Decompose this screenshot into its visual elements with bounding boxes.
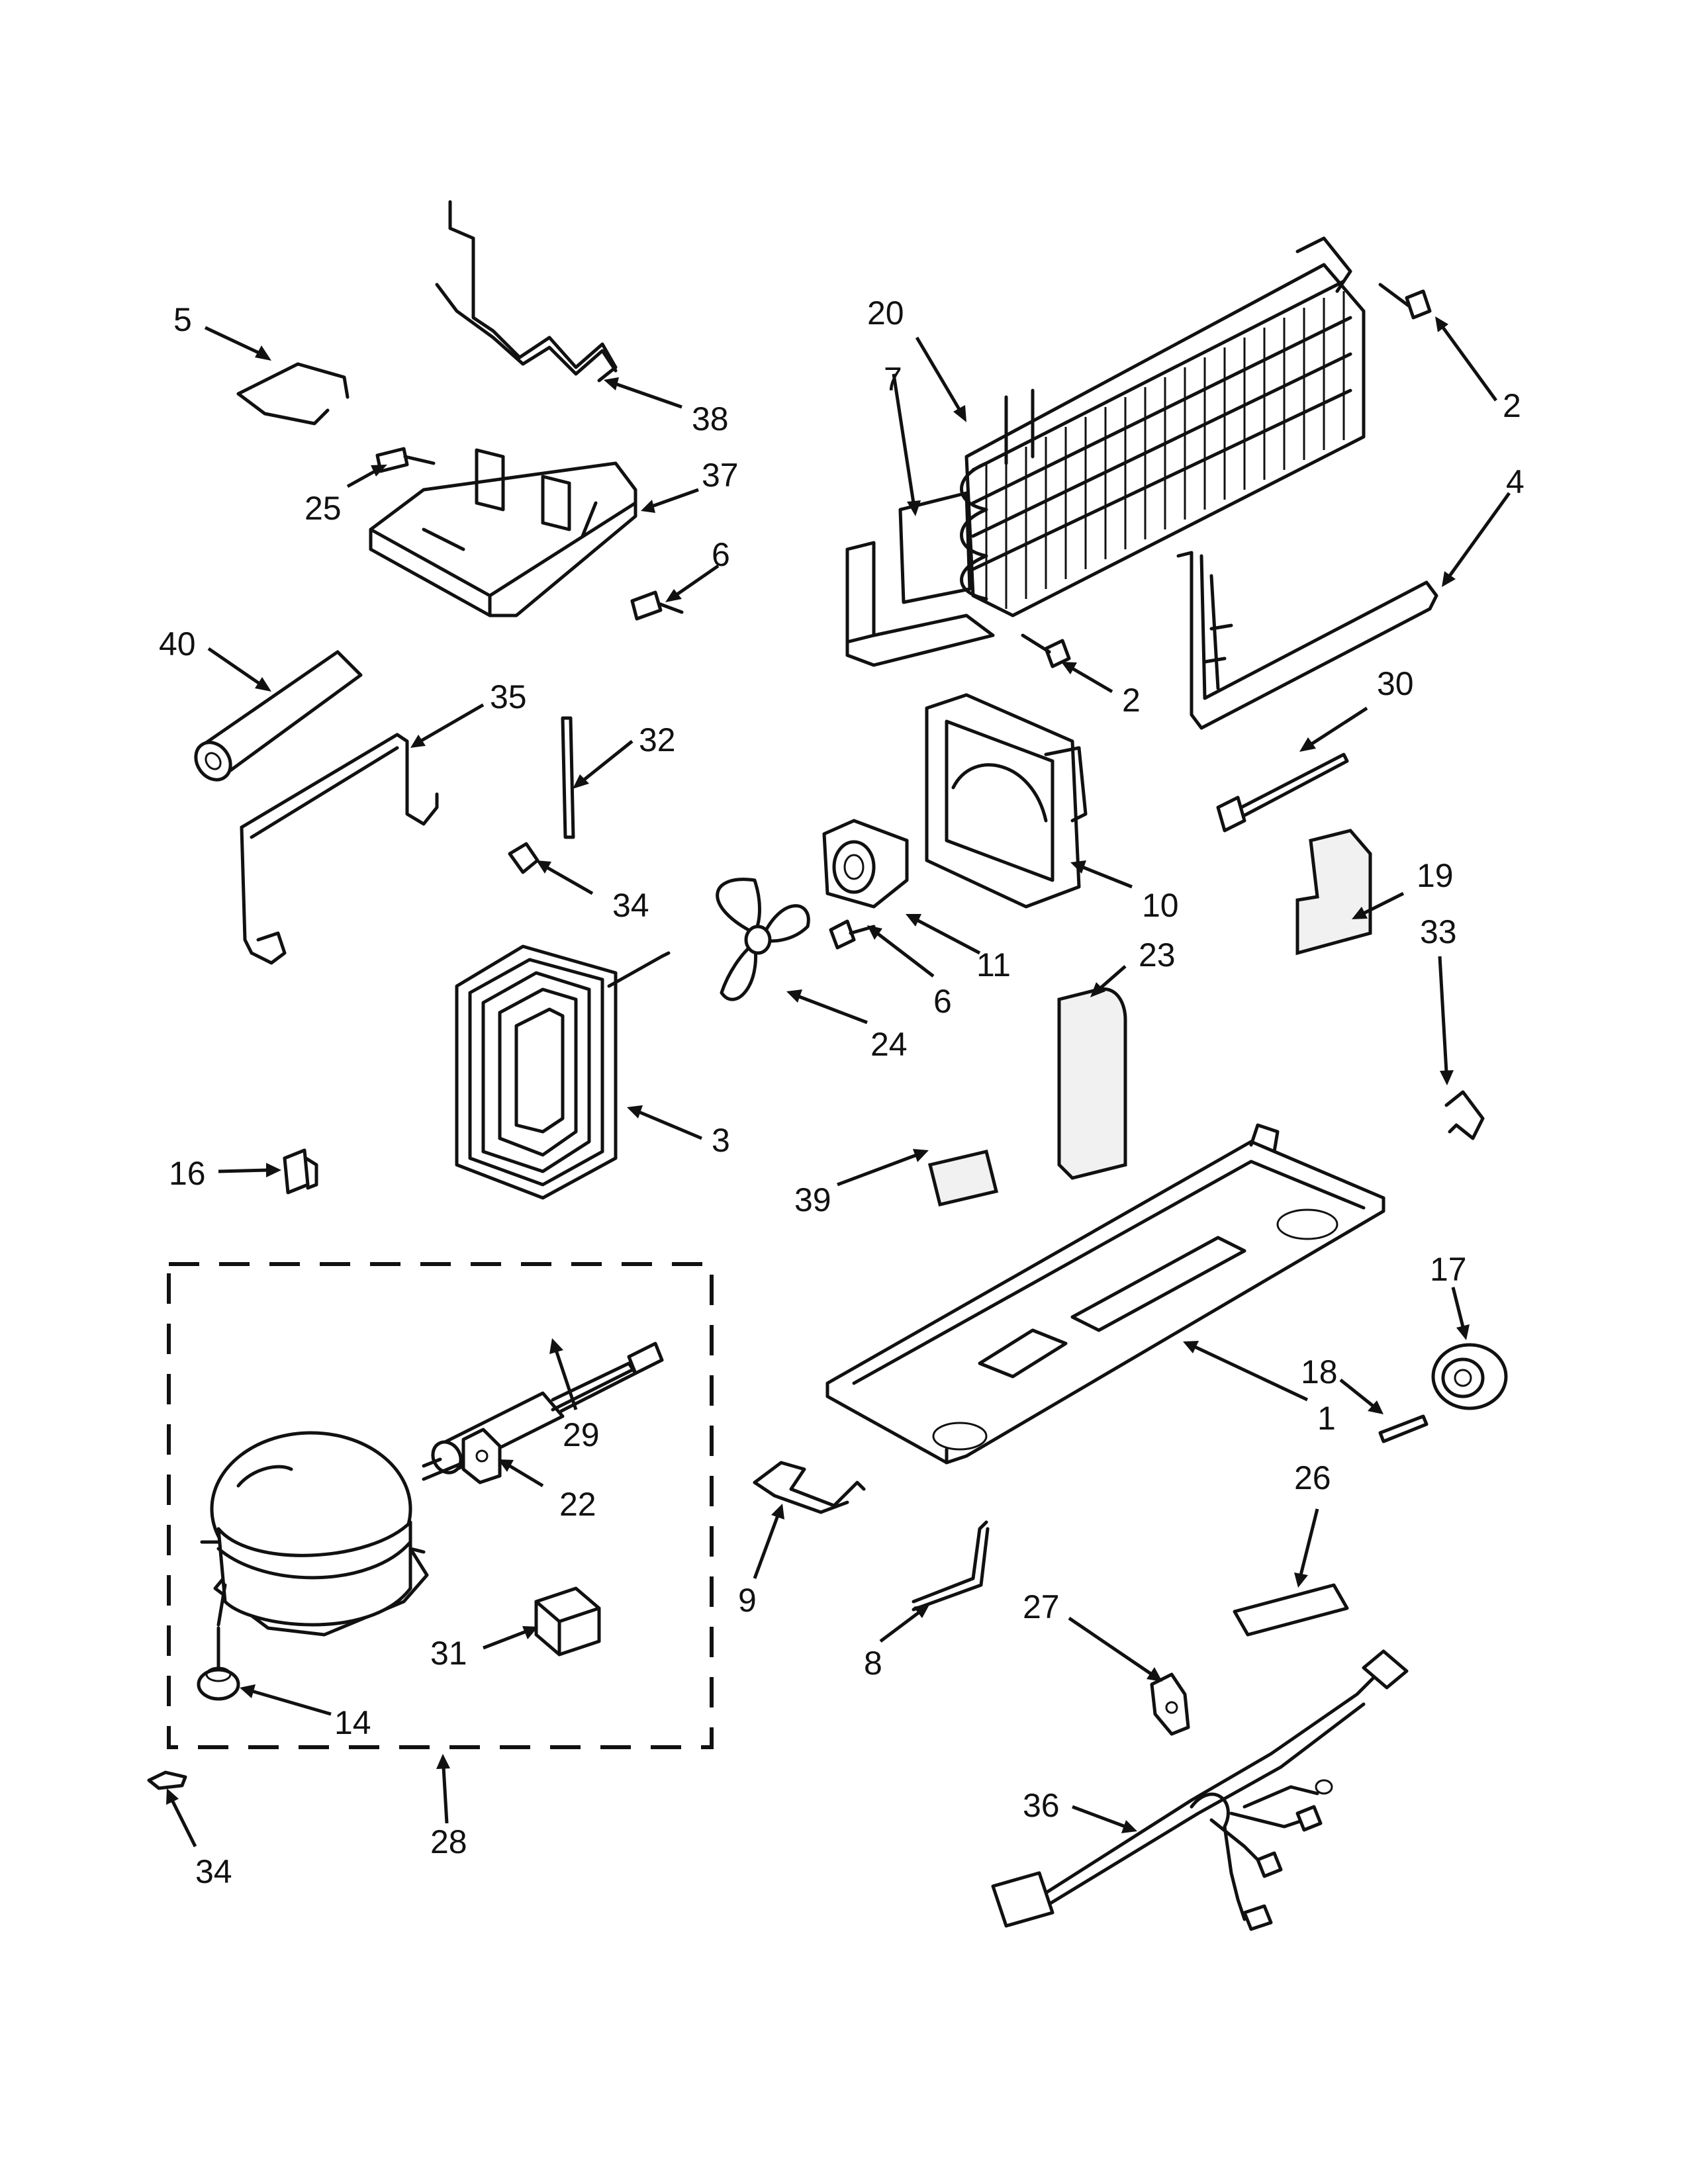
callout-34-a: 34 xyxy=(612,887,649,924)
part-34-clip-b xyxy=(147,1770,187,1790)
callout-19: 19 xyxy=(1417,857,1454,894)
callout-18: 18 xyxy=(1301,1353,1338,1390)
part-22-relay xyxy=(422,1428,502,1484)
callout-14: 14 xyxy=(334,1704,371,1741)
part-39-pad xyxy=(927,1150,999,1206)
part-8-tube xyxy=(912,1520,990,1612)
callout-20: 20 xyxy=(867,295,904,332)
part-24-fan-blade xyxy=(716,878,810,1001)
part-evaporator xyxy=(845,236,1366,667)
callout-10: 10 xyxy=(1142,887,1179,924)
part-9-clip xyxy=(753,1461,866,1514)
callout-29: 29 xyxy=(563,1416,600,1453)
part-14-grommet xyxy=(197,1626,240,1701)
callout-26: 26 xyxy=(1294,1459,1331,1496)
part-37-box xyxy=(369,448,637,617)
callout-4: 4 xyxy=(1506,463,1524,500)
part-compressor xyxy=(200,1431,429,1637)
callout-2-b: 2 xyxy=(1122,682,1141,719)
part-26-label xyxy=(1233,1583,1349,1637)
callout-32: 32 xyxy=(639,721,676,758)
part-29-drier xyxy=(422,1342,664,1475)
callout-35: 35 xyxy=(490,678,527,715)
part-10-shroud xyxy=(925,693,1088,909)
callout-labels: 5 38 25 37 6 40 35 32 34 20 7 2 4 2 30 1… xyxy=(159,295,1524,1890)
part-3-condenser xyxy=(455,944,671,1200)
callout-9: 9 xyxy=(738,1582,757,1619)
callout-17: 17 xyxy=(1430,1251,1467,1288)
part-2-screw-b xyxy=(1021,633,1071,668)
callout-23: 23 xyxy=(1139,936,1176,974)
part-23-foam xyxy=(1057,987,1127,1180)
callout-5: 5 xyxy=(173,301,192,338)
callout-25: 25 xyxy=(305,490,342,527)
part-2-screw-a xyxy=(1378,283,1432,320)
part-33-clip xyxy=(1444,1090,1485,1140)
part-5-clip xyxy=(236,362,350,426)
part-28-assembly-box xyxy=(167,1262,714,1749)
callout-1: 1 xyxy=(1317,1400,1336,1437)
leaders xyxy=(166,316,1511,1848)
callout-30: 30 xyxy=(1377,665,1414,702)
part-25-screw xyxy=(375,447,436,473)
callout-33: 33 xyxy=(1420,913,1457,950)
callout-34-b: 34 xyxy=(195,1853,232,1890)
part-1-base xyxy=(825,1123,1385,1465)
part-18-pin xyxy=(1378,1414,1429,1443)
callout-6-b: 6 xyxy=(933,983,952,1020)
callout-36: 36 xyxy=(1023,1787,1060,1824)
part-34-clip-a xyxy=(508,842,539,874)
part-6-screw-a xyxy=(630,590,684,621)
callout-39: 39 xyxy=(794,1181,831,1218)
part-38-tube xyxy=(435,200,618,383)
part-16-clip xyxy=(283,1148,318,1195)
part-30-tie xyxy=(1216,752,1349,833)
callout-2-a: 2 xyxy=(1503,387,1521,424)
callout-37: 37 xyxy=(702,457,739,494)
part-11-motor xyxy=(822,819,909,909)
part-6-screw-b xyxy=(829,919,876,950)
part-40-insulation xyxy=(194,650,363,782)
callout-28: 28 xyxy=(430,1823,467,1860)
callout-31: 31 xyxy=(430,1635,467,1672)
callout-40: 40 xyxy=(159,625,196,662)
callout-16: 16 xyxy=(169,1155,206,1192)
callout-7: 7 xyxy=(884,361,902,398)
part-32-rod xyxy=(561,716,575,839)
callout-38: 38 xyxy=(692,400,729,437)
part-19-foam xyxy=(1295,829,1372,956)
callout-27: 27 xyxy=(1023,1588,1060,1625)
callout-6-a: 6 xyxy=(712,536,730,573)
part-31-capacitor xyxy=(534,1586,601,1657)
callout-24: 24 xyxy=(870,1026,908,1063)
part-27-bracket xyxy=(1150,1672,1190,1736)
callout-22: 22 xyxy=(559,1486,596,1523)
callout-3: 3 xyxy=(712,1122,730,1159)
part-4-heater xyxy=(1176,551,1438,730)
part-36-harness xyxy=(991,1649,1409,1931)
part-35-drain xyxy=(240,733,439,965)
callout-8: 8 xyxy=(864,1645,882,1682)
part-17-roller xyxy=(1431,1343,1508,1410)
callout-11: 11 xyxy=(976,946,1011,983)
